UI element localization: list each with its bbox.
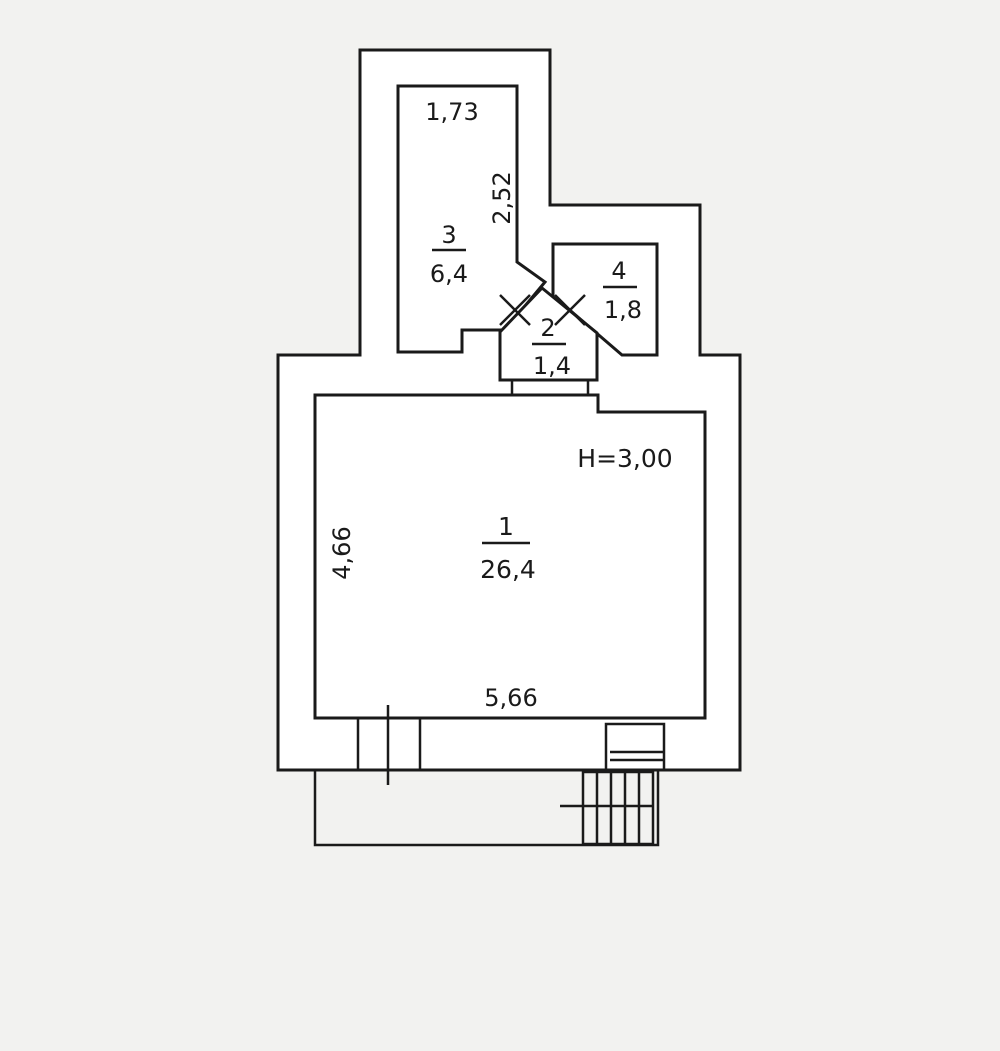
door-symbol-room-4 [554,294,586,326]
room-3-area: 6,4 [430,260,468,288]
room-3-label: 3 6,4 [430,221,468,288]
room-1-label: 1 26,4 [480,512,536,584]
dimension-room-3-width: 1,73 [425,98,478,126]
room-2-outline [498,285,599,382]
room-2-label: 2 1,4 [532,314,571,380]
room-2-opening [510,380,590,395]
room-4-number: 4 [611,257,626,285]
dimension-room-1-height: 4,66 [328,526,356,579]
ceiling-height-label: H=3,00 [577,444,672,473]
room-2-number: 2 [540,314,555,342]
room-3-number: 3 [441,221,456,249]
window-bottom-left [356,705,422,785]
door-symbol-room-3 [499,294,531,326]
dimension-room-3-length: 2,52 [488,171,516,224]
entrance-stairs [560,770,655,846]
room-4-label: 4 1,8 [603,257,642,324]
room-2-area: 1,4 [533,352,571,380]
dimension-room-1-width: 5,66 [484,684,537,712]
room-4-area: 1,8 [604,296,642,324]
room-1-area: 26,4 [480,555,536,584]
room-1-outline [313,393,707,720]
entrance-porch [313,770,660,847]
entrance-door-block [604,722,666,772]
room-1-number: 1 [498,512,514,541]
